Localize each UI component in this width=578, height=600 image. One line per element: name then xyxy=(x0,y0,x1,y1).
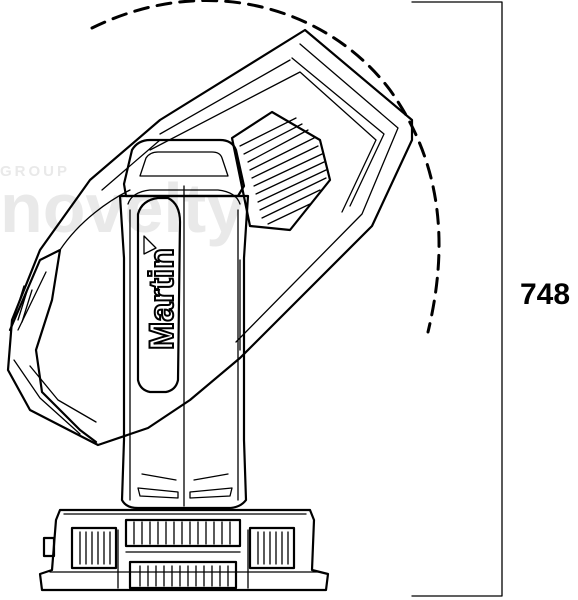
fixture-base xyxy=(38,508,330,592)
dimension-bracket xyxy=(411,1,503,597)
cooling-fins xyxy=(230,110,332,232)
dimension-label: 748 xyxy=(520,278,570,311)
fixture-head xyxy=(6,28,414,447)
rear-vents xyxy=(13,285,33,323)
logo-triangle xyxy=(143,235,157,255)
yoke-arm: Martin xyxy=(118,138,250,510)
brand-logo: Martin xyxy=(143,248,181,350)
height-dimension: 748 xyxy=(411,1,570,597)
tilt-arc-dashed xyxy=(90,0,441,334)
watermark-group-text: GROUP xyxy=(0,163,70,180)
